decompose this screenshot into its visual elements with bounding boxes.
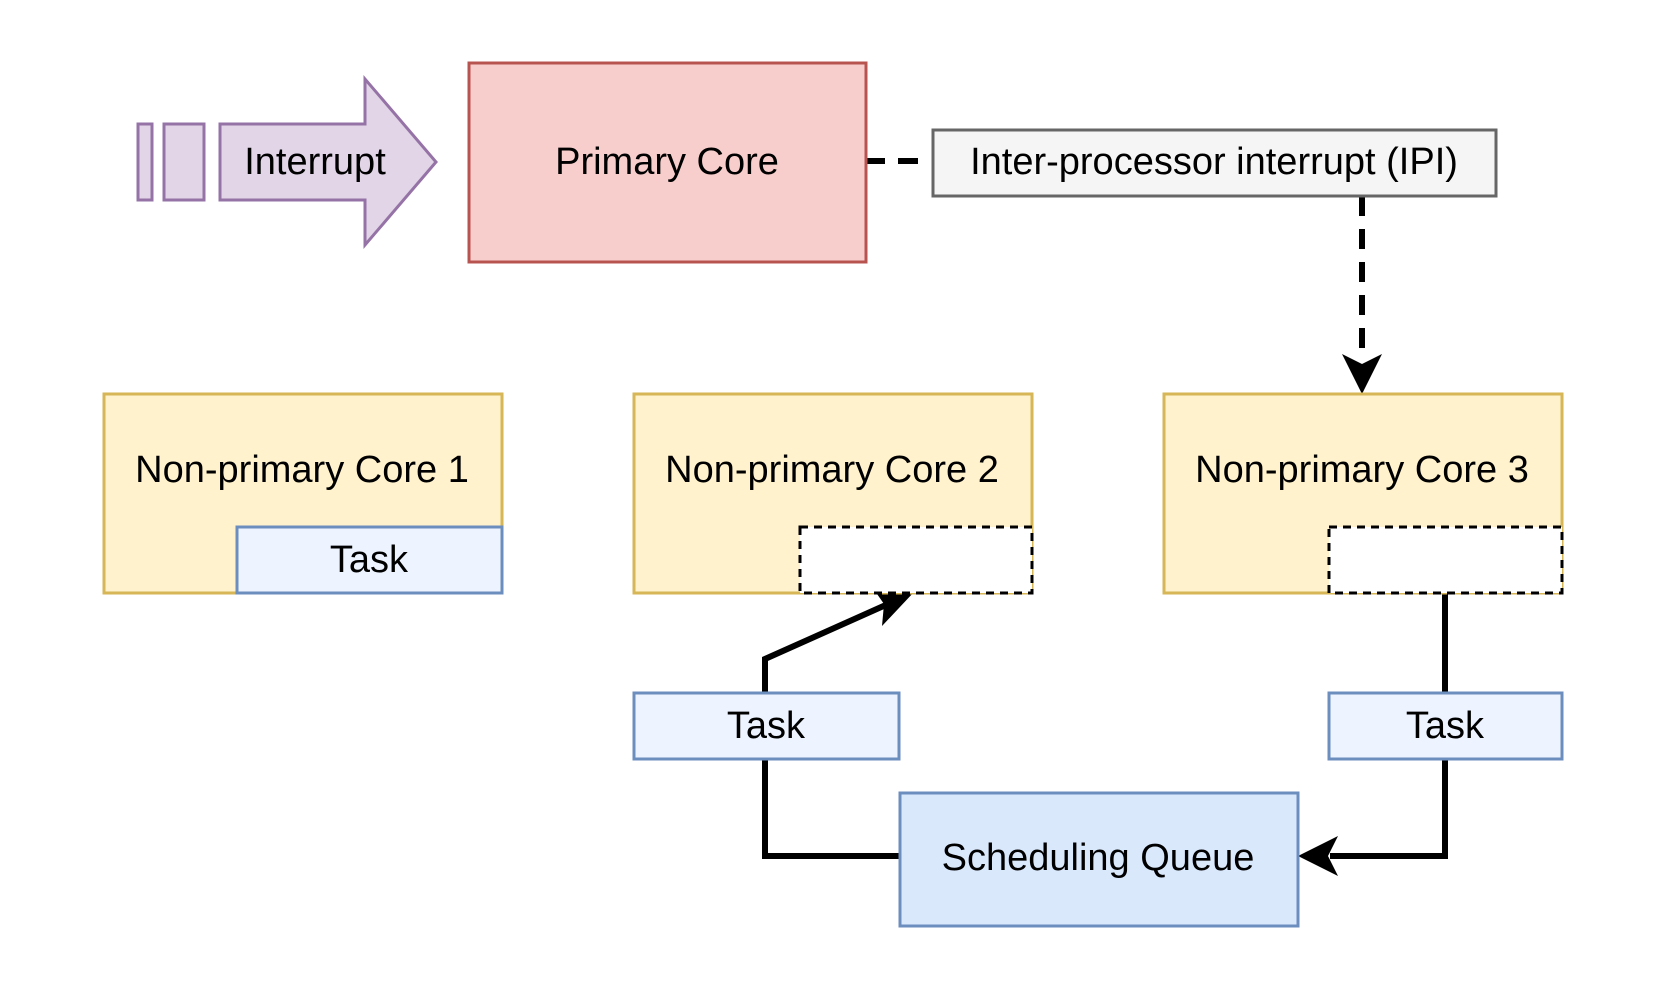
ipi-label: Inter-processor interrupt (IPI)	[970, 141, 1458, 183]
non-primary-core-2: Non-primary Core 2	[632, 392, 1034, 595]
core-2-label: Non-primary Core 2	[665, 449, 999, 491]
primary-core: Primary Core	[467, 61, 868, 264]
edge-core3-to-queue-arrowhead	[1298, 836, 1338, 876]
task-left: Task	[632, 691, 901, 761]
core-3-empty-slot	[1327, 525, 1564, 595]
interrupt-shape: Interrupt	[136, 74, 438, 250]
interrupt-label: Interrupt	[244, 141, 386, 183]
edge-ipi-to-core3-arrowhead	[1342, 354, 1382, 394]
task-right: Task	[1327, 691, 1564, 761]
non-primary-core-1: Non-primary Core 1 Task	[102, 392, 504, 595]
non-primary-core-3: Non-primary Core 3	[1162, 392, 1564, 595]
task-right-label: Task	[1406, 705, 1485, 747]
interrupt-arrow	[218, 74, 438, 250]
core-2-empty-slot	[798, 525, 1034, 595]
ipi-node: Inter-processor interrupt (IPI)	[931, 128, 1498, 198]
task-left-label: Task	[727, 705, 806, 747]
interrupt-tail-bar-2	[162, 122, 206, 202]
task-left-box	[632, 691, 901, 761]
scheduling-queue-label: Scheduling Queue	[942, 837, 1255, 879]
primary-core-box	[467, 61, 868, 264]
primary-core-label: Primary Core	[555, 141, 779, 183]
interrupt-tail-bar-1	[136, 122, 154, 202]
ipi-box	[931, 128, 1498, 198]
core-3-label: Non-primary Core 3	[1195, 449, 1529, 491]
scheduling-queue: Scheduling Queue	[898, 791, 1300, 928]
scheduling-queue-box	[898, 791, 1300, 928]
edge-core3-to-queue	[1330, 594, 1448, 859]
core-1-task-box	[235, 525, 504, 595]
task-right-box	[1327, 691, 1564, 761]
core-1-label: Non-primary Core 1	[135, 449, 469, 491]
core-1-task-label: Task	[330, 539, 409, 581]
